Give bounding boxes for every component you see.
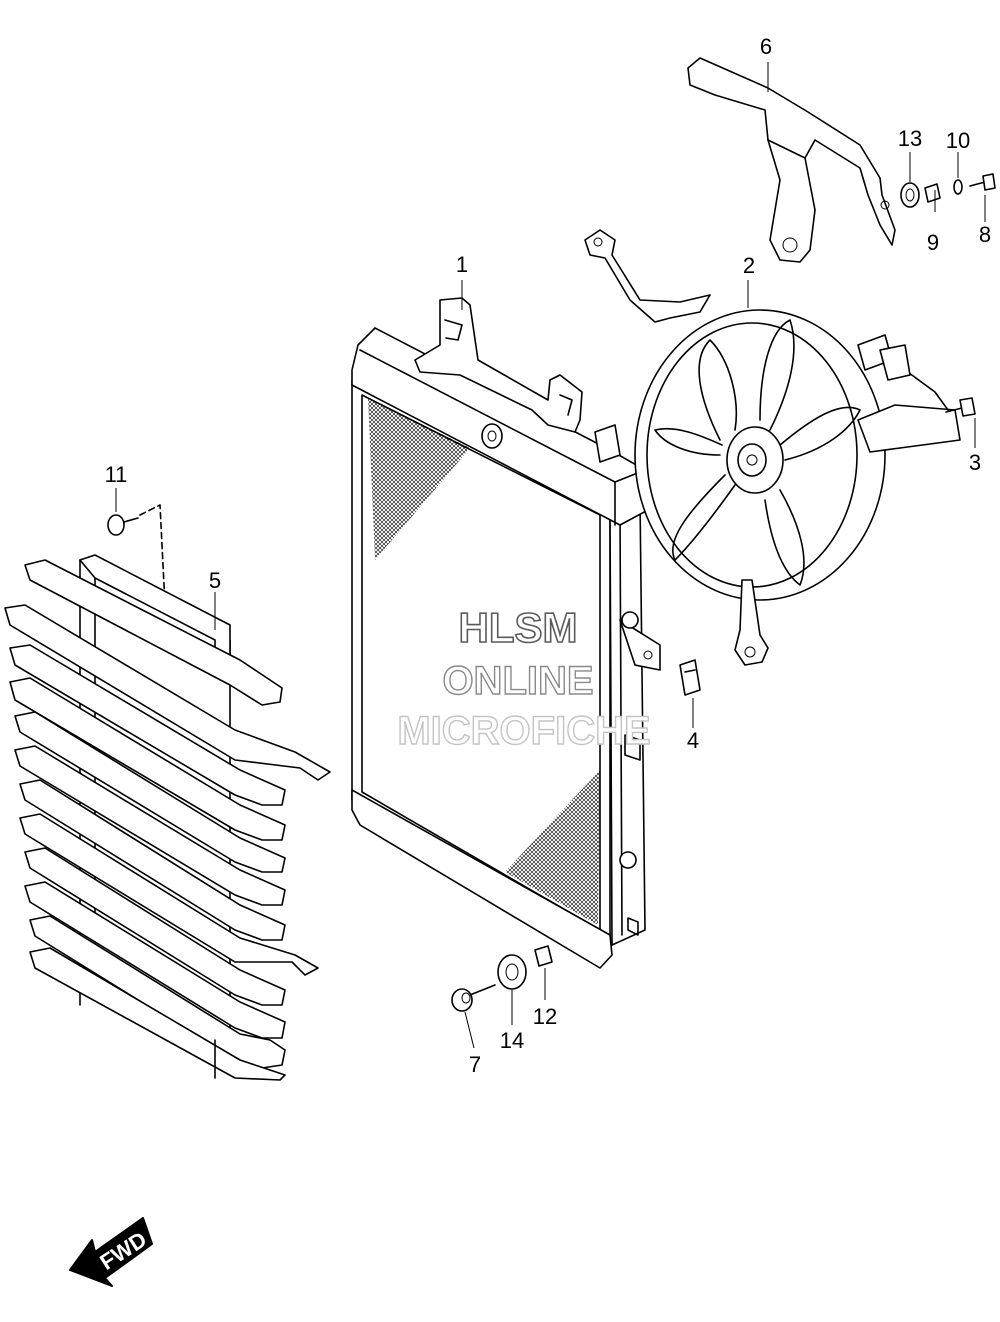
callout-2: 2: [743, 253, 755, 278]
callout-14: 14: [500, 1028, 524, 1053]
callout-6: 6: [760, 34, 772, 59]
callout-13: 13: [898, 126, 922, 151]
bolt-3: [945, 397, 976, 417]
bolt-8: [969, 173, 996, 191]
watermark-line-1: HLSM: [459, 604, 578, 651]
watermark-line-2: ONLINE: [442, 659, 593, 703]
watermark: HLSM ONLINE MICROFICHE: [397, 603, 652, 754]
clip-4: [679, 659, 701, 696]
callout-8: 8: [979, 222, 991, 247]
callout-3: 3: [969, 450, 981, 475]
screw-11: [107, 504, 166, 606]
callout-10: 10: [946, 128, 970, 153]
callout-labels: 1 2 3 4 5 6 7 8 9 10 11 12 13 14: [105, 34, 992, 1077]
radiator-grille: [4, 554, 331, 1081]
cooling-fan: [584, 229, 961, 666]
leader-lines: [115, 62, 986, 1049]
grille-slats: [4, 559, 331, 1081]
collar-9: [924, 183, 941, 203]
washer-10: [953, 179, 963, 195]
callout-7: 7: [469, 1052, 481, 1077]
callout-5: 5: [209, 568, 221, 593]
bolt-7: [451, 984, 496, 1012]
radiator: [351, 297, 661, 969]
callout-1: 1: [456, 252, 468, 277]
forward-arrow-icon: FWD: [69, 1217, 153, 1287]
callout-4: 4: [687, 728, 699, 753]
callout-11: 11: [105, 462, 128, 487]
fan-bracket: [687, 57, 896, 263]
callout-9: 9: [927, 230, 939, 255]
grommet-13: [900, 182, 920, 208]
callout-12: 12: [533, 1004, 557, 1029]
collar-12: [534, 945, 553, 967]
watermark-line-3: MICROFICHE: [397, 709, 650, 753]
grommet-14: [497, 954, 527, 990]
